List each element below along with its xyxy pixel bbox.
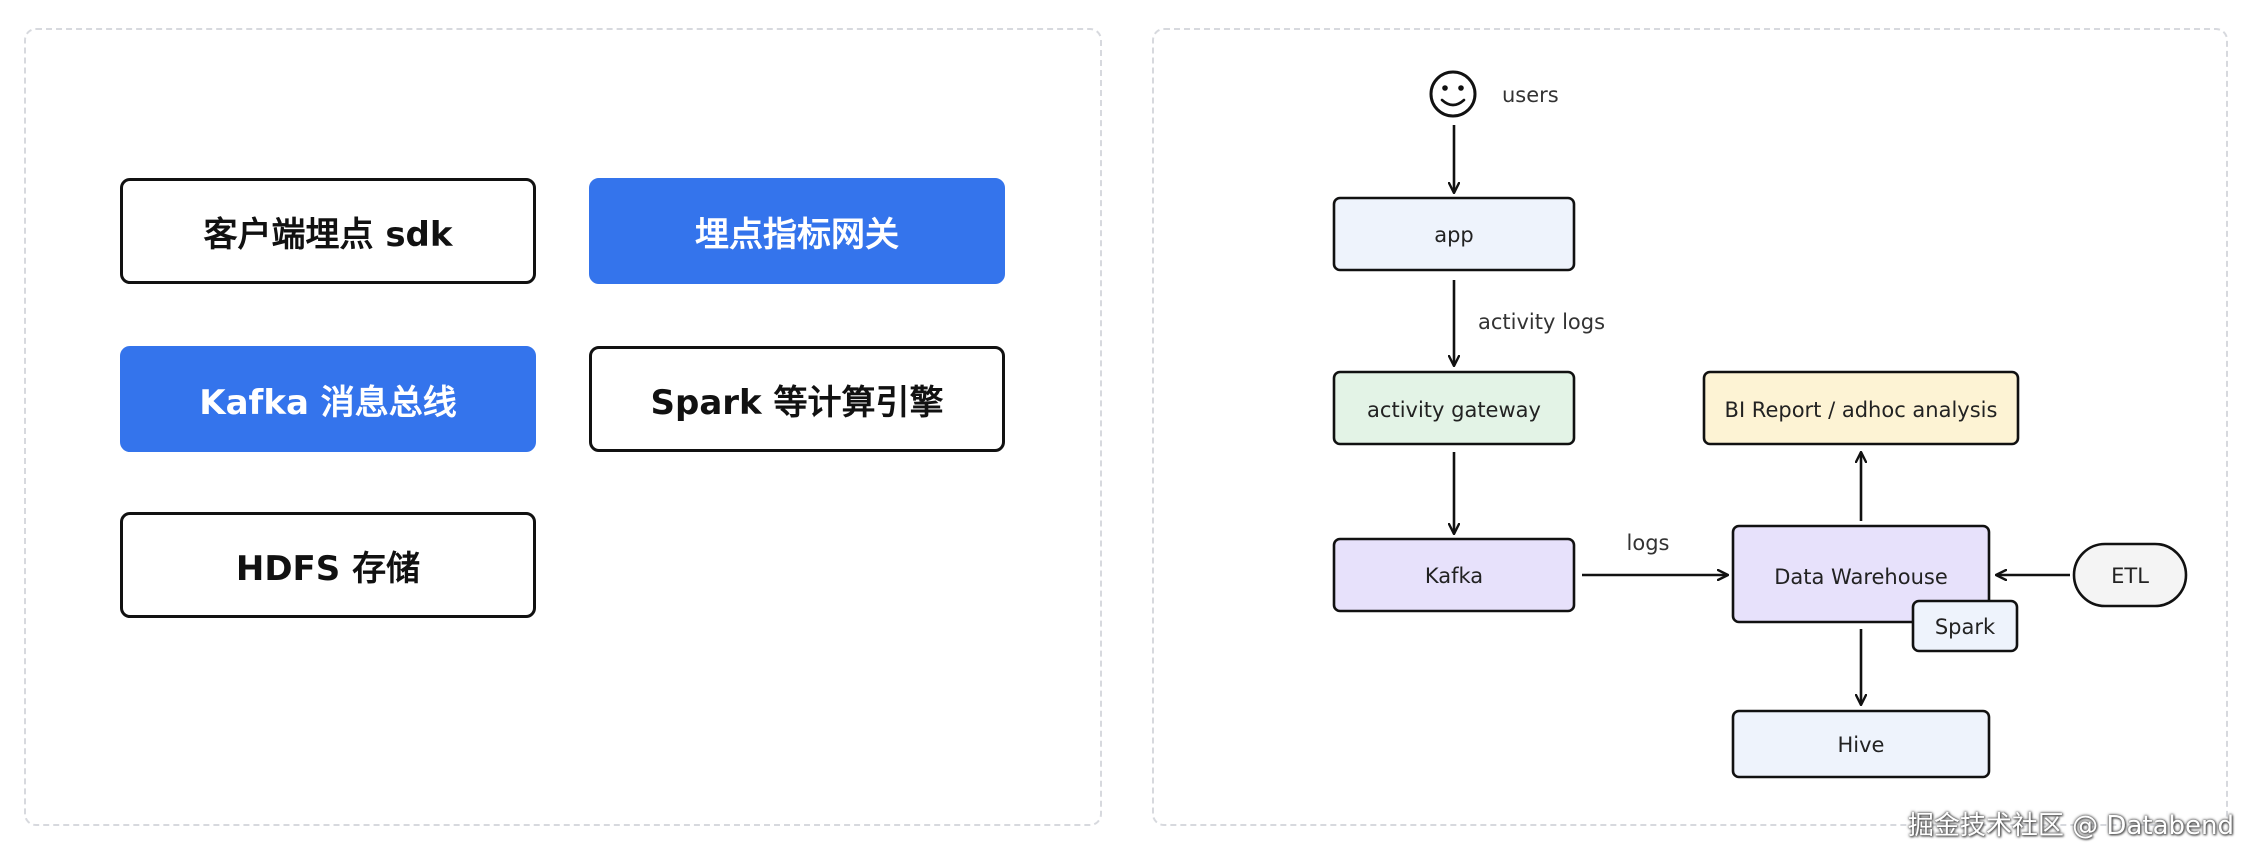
node-label: Spark [1935, 615, 1996, 639]
tag-label: 埋点指标网关 [695, 214, 899, 255]
tag-label: 客户端埋点 sdk [203, 214, 453, 255]
node-spark: Spark [1911, 599, 2019, 653]
node-etl: ETL [2072, 542, 2188, 608]
node-label: ETL [2111, 564, 2149, 588]
node-label: BI Report / adhoc analysis [1725, 398, 1998, 422]
watermark: 掘金技术社区 @ Databend [1907, 811, 2234, 841]
tag-client-sdk: 客户端埋点 sdk [120, 178, 536, 284]
smiley-icon [1429, 70, 1477, 118]
node-activity-gateway: activity gateway [1332, 370, 1576, 446]
tag-spark: Spark 等计算引擎 [589, 346, 1005, 452]
node-app: app [1332, 196, 1576, 272]
node-label: app [1434, 223, 1474, 247]
node-label: Hive [1838, 733, 1885, 757]
tag-label: HDFS 存储 [235, 548, 421, 589]
node-data-warehouse: Data Warehouse [1731, 524, 1991, 624]
tag-gateway: 埋点指标网关 [589, 178, 1005, 284]
right-panel [1152, 28, 2228, 826]
users-label: users [1502, 83, 1559, 107]
node-bi-report: BI Report / adhoc analysis [1702, 370, 2020, 446]
edge-label-logs: logs [1627, 531, 1670, 555]
node-label: activity gateway [1367, 398, 1541, 422]
edge-label-activity-logs: activity logs [1478, 310, 1605, 334]
tag-hdfs: HDFS 存储 [120, 512, 536, 618]
tag-label: Spark 等计算引擎 [650, 382, 944, 423]
node-label: Data Warehouse [1774, 565, 1948, 589]
node-label: Kafka [1425, 564, 1483, 588]
tag-kafka: Kafka 消息总线 [120, 346, 536, 452]
node-hive: Hive [1731, 709, 1991, 779]
node-kafka: Kafka [1332, 537, 1576, 613]
tag-label: Kafka 消息总线 [199, 382, 457, 423]
